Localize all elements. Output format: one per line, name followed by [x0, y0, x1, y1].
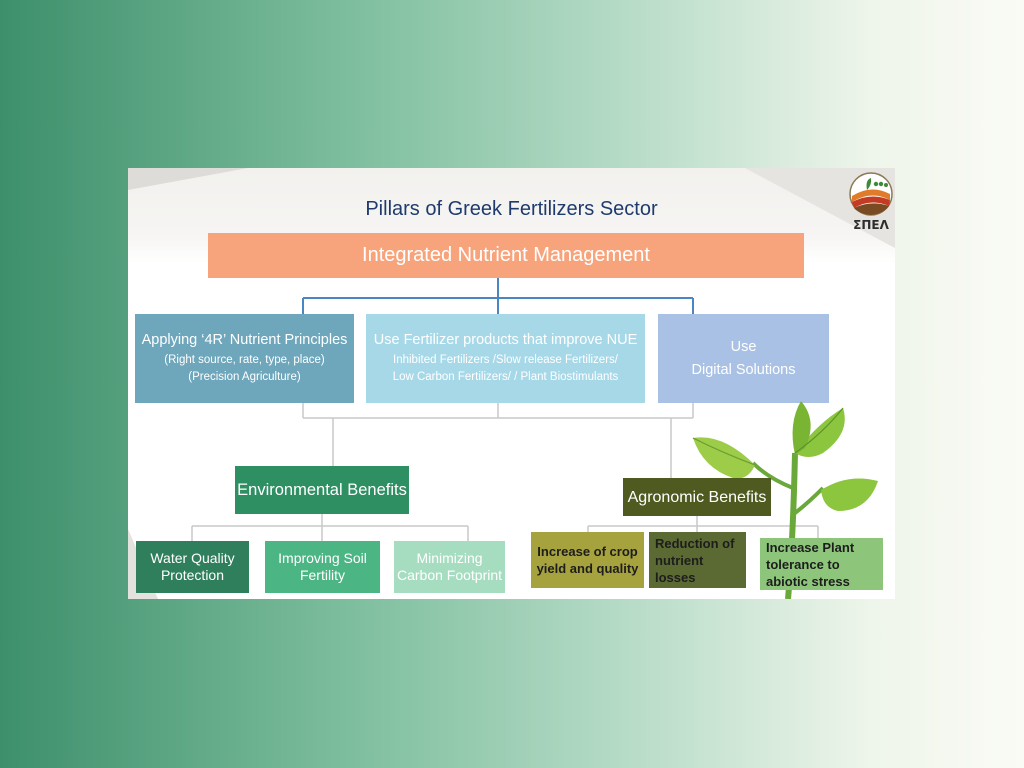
pillar-subtext: (Right source, rate, type, place) [164, 354, 325, 366]
pillar-heading: Digital Solutions [691, 362, 796, 378]
pillar-subtext: (Precision Agriculture) [188, 371, 301, 383]
pillar-heading: Use [730, 339, 757, 355]
minimizing-carbon-footprint-box: Minimizing Carbon Footprint [394, 541, 505, 593]
pillar-subtext: Low Carbon Fertilizers/ / Plant Biostimu… [392, 371, 619, 383]
logo-emblem-icon [849, 172, 893, 216]
pillar-heading: Applying ‘4R’ Nutrient Principles [141, 332, 348, 348]
connector-lines [191, 278, 819, 541]
pillar-fertilizer-products: Use Fertilizer products that improve NUE… [366, 314, 645, 403]
water-quality-protection-box: Water Quality Protection [136, 541, 249, 593]
pillar-heading: Use Fertilizer products that improve NUE [373, 332, 638, 348]
increase-crop-yield-box: Increase of crop yield and quality [531, 532, 644, 588]
corner-decoration [128, 168, 248, 190]
pillar-subtext: Inhibited Fertilizers /Slow release Fert… [393, 354, 618, 366]
integrated-nutrient-management-box: Integrated Nutrient Management [208, 233, 804, 278]
increase-plant-tolerance-box: Increase Plant tolerance to abiotic stre… [760, 538, 883, 590]
pillar-4r-principles: Applying ‘4R’ Nutrient Principles (Right… [135, 314, 354, 403]
improving-soil-fertility-box: Improving Soil Fertility [265, 541, 380, 593]
reduction-nutrient-losses-box: Reduction of nutrient losses [649, 532, 746, 588]
agronomic-benefits-box: Agronomic Benefits [623, 478, 771, 516]
slide-title: Pillars of Greek Fertilizers Sector [365, 198, 658, 220]
environmental-benefits-box: Environmental Benefits [235, 466, 409, 514]
speл-logo: ΣΠΕΛ [845, 170, 895, 236]
slide: Pillars of Greek Fertilizers Sector ΣΠΕΛ [128, 168, 895, 599]
logo-text: ΣΠΕΛ [853, 218, 889, 232]
pillar-digital-solutions: Use Digital Solutions [658, 314, 829, 403]
